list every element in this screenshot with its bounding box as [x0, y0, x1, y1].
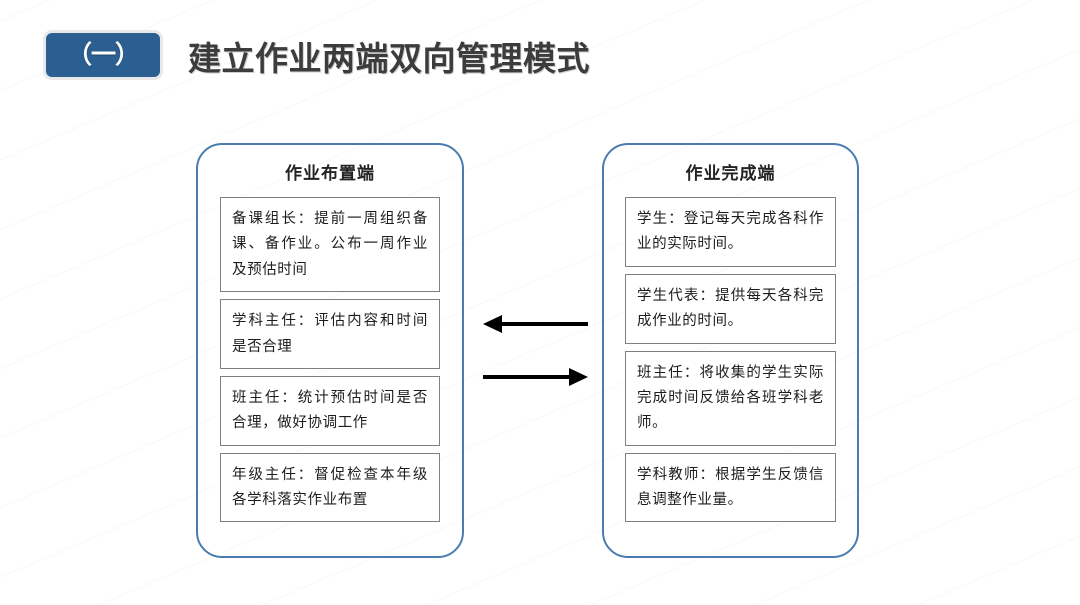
page-title: 建立作业两端双向管理模式 — [188, 40, 590, 77]
list-item: 学生代表：提供每天各科完成作业的时间。 — [625, 273, 836, 344]
panel-right-title: 作业完成端 — [685, 164, 776, 183]
slide-header: （一） 建立作业两端双向管理模式 — [0, 0, 1080, 110]
section-number-badge: （一） — [43, 30, 163, 80]
list-item: 班主任：将收集的学生实际完成时间反馈给各班学科老师。 — [625, 350, 836, 446]
list-item: 学科主任：评估内容和时间是否合理 — [220, 299, 440, 369]
list-item: 年级主任：督促检查本年级各学科落实作业布置 — [220, 452, 440, 523]
panel-right-card-stack: 学生：登记每天完成各科作业的实际时间。 学生代表：提供每天各科完成作业的时间。 … — [604, 197, 857, 523]
list-item: 备课组长：提前一周组织备课、备作业。公布一周作业及预估时间 — [220, 197, 440, 293]
panel-assignment-setting: 作业布置端 备课组长：提前一周组织备课、备作业。公布一周作业及预估时间 学科主任… — [196, 143, 464, 558]
arrow-right-shaft — [483, 375, 572, 379]
arrow-left-shaft — [499, 322, 588, 326]
panel-left-title: 作业布置端 — [285, 164, 375, 183]
section-number-label: （一） — [66, 40, 140, 69]
arrow-left-icon — [483, 313, 588, 335]
panel-assignment-completion: 作业完成端 学生：登记每天完成各科作业的实际时间。 学生代表：提供每天各科完成作… — [602, 143, 859, 558]
list-item: 学科教师：根据学生反馈信息调整作业量。 — [625, 452, 836, 523]
list-item: 学生：登记每天完成各科作业的实际时间。 — [625, 197, 836, 267]
arrow-left-head — [483, 315, 502, 333]
arrow-right-icon — [483, 366, 588, 388]
list-item: 班主任：统计预估时间是否合理，做好协调工作 — [220, 375, 440, 446]
panel-left-card-stack: 备课组长：提前一周组织备课、备作业。公布一周作业及预估时间 学科主任：评估内容和… — [198, 197, 462, 523]
arrow-right-head — [569, 368, 588, 386]
